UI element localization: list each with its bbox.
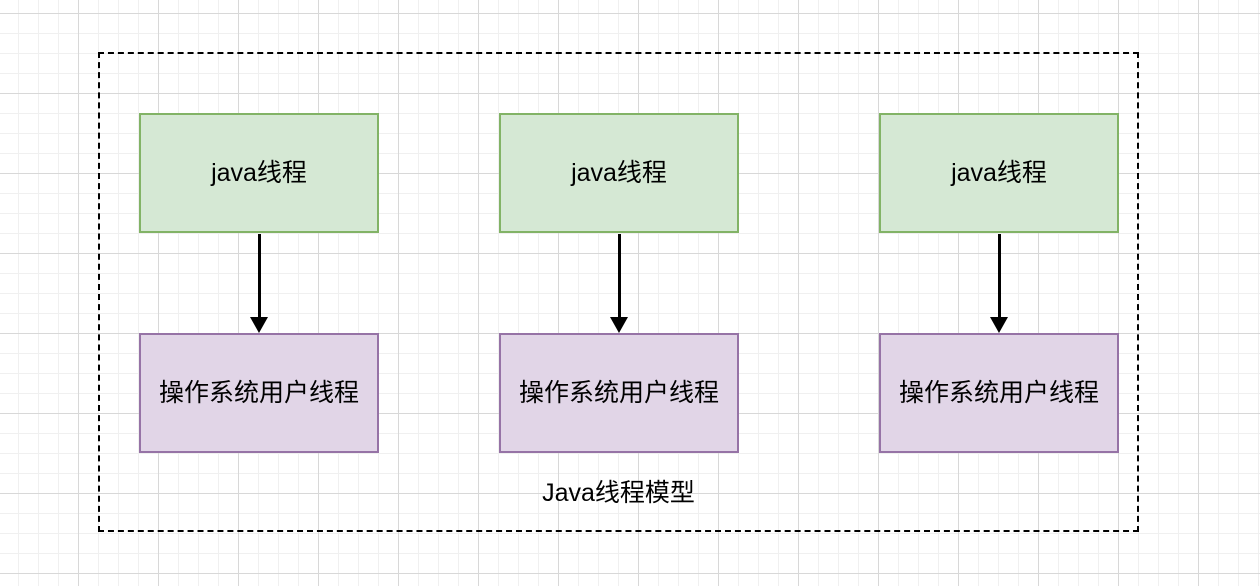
os-thread-node-1[interactable]: 操作系统用户线程: [139, 333, 379, 453]
connector-arrow-3[interactable]: [990, 234, 1008, 333]
java-thread-label-3: java线程: [951, 159, 1047, 187]
os-thread-label-3: 操作系统用户线程: [898, 379, 1099, 407]
connector-arrow-1[interactable]: [250, 234, 268, 333]
os-thread-label-1: 操作系统用户线程: [158, 379, 359, 407]
group-title: Java线程模型: [542, 479, 695, 507]
os-thread-node-2[interactable]: 操作系统用户线程: [499, 333, 739, 453]
os-thread-label-2: 操作系统用户线程: [518, 379, 719, 407]
arrow-shaft: [258, 234, 261, 318]
connector-arrow-2[interactable]: [610, 234, 628, 333]
arrow-shaft: [998, 234, 1001, 318]
java-thread-label-2: java线程: [571, 159, 667, 187]
java-thread-node-1[interactable]: java线程: [139, 113, 379, 233]
thread-model-group-frame[interactable]: Java线程模型: [98, 52, 1139, 532]
java-thread-node-2[interactable]: java线程: [499, 113, 739, 233]
arrow-head-icon: [250, 317, 268, 333]
arrow-head-icon: [990, 317, 1008, 333]
arrow-head-icon: [610, 317, 628, 333]
os-thread-node-3[interactable]: 操作系统用户线程: [879, 333, 1119, 453]
java-thread-label-1: java线程: [211, 159, 307, 187]
arrow-shaft: [618, 234, 621, 318]
java-thread-node-3[interactable]: java线程: [879, 113, 1119, 233]
